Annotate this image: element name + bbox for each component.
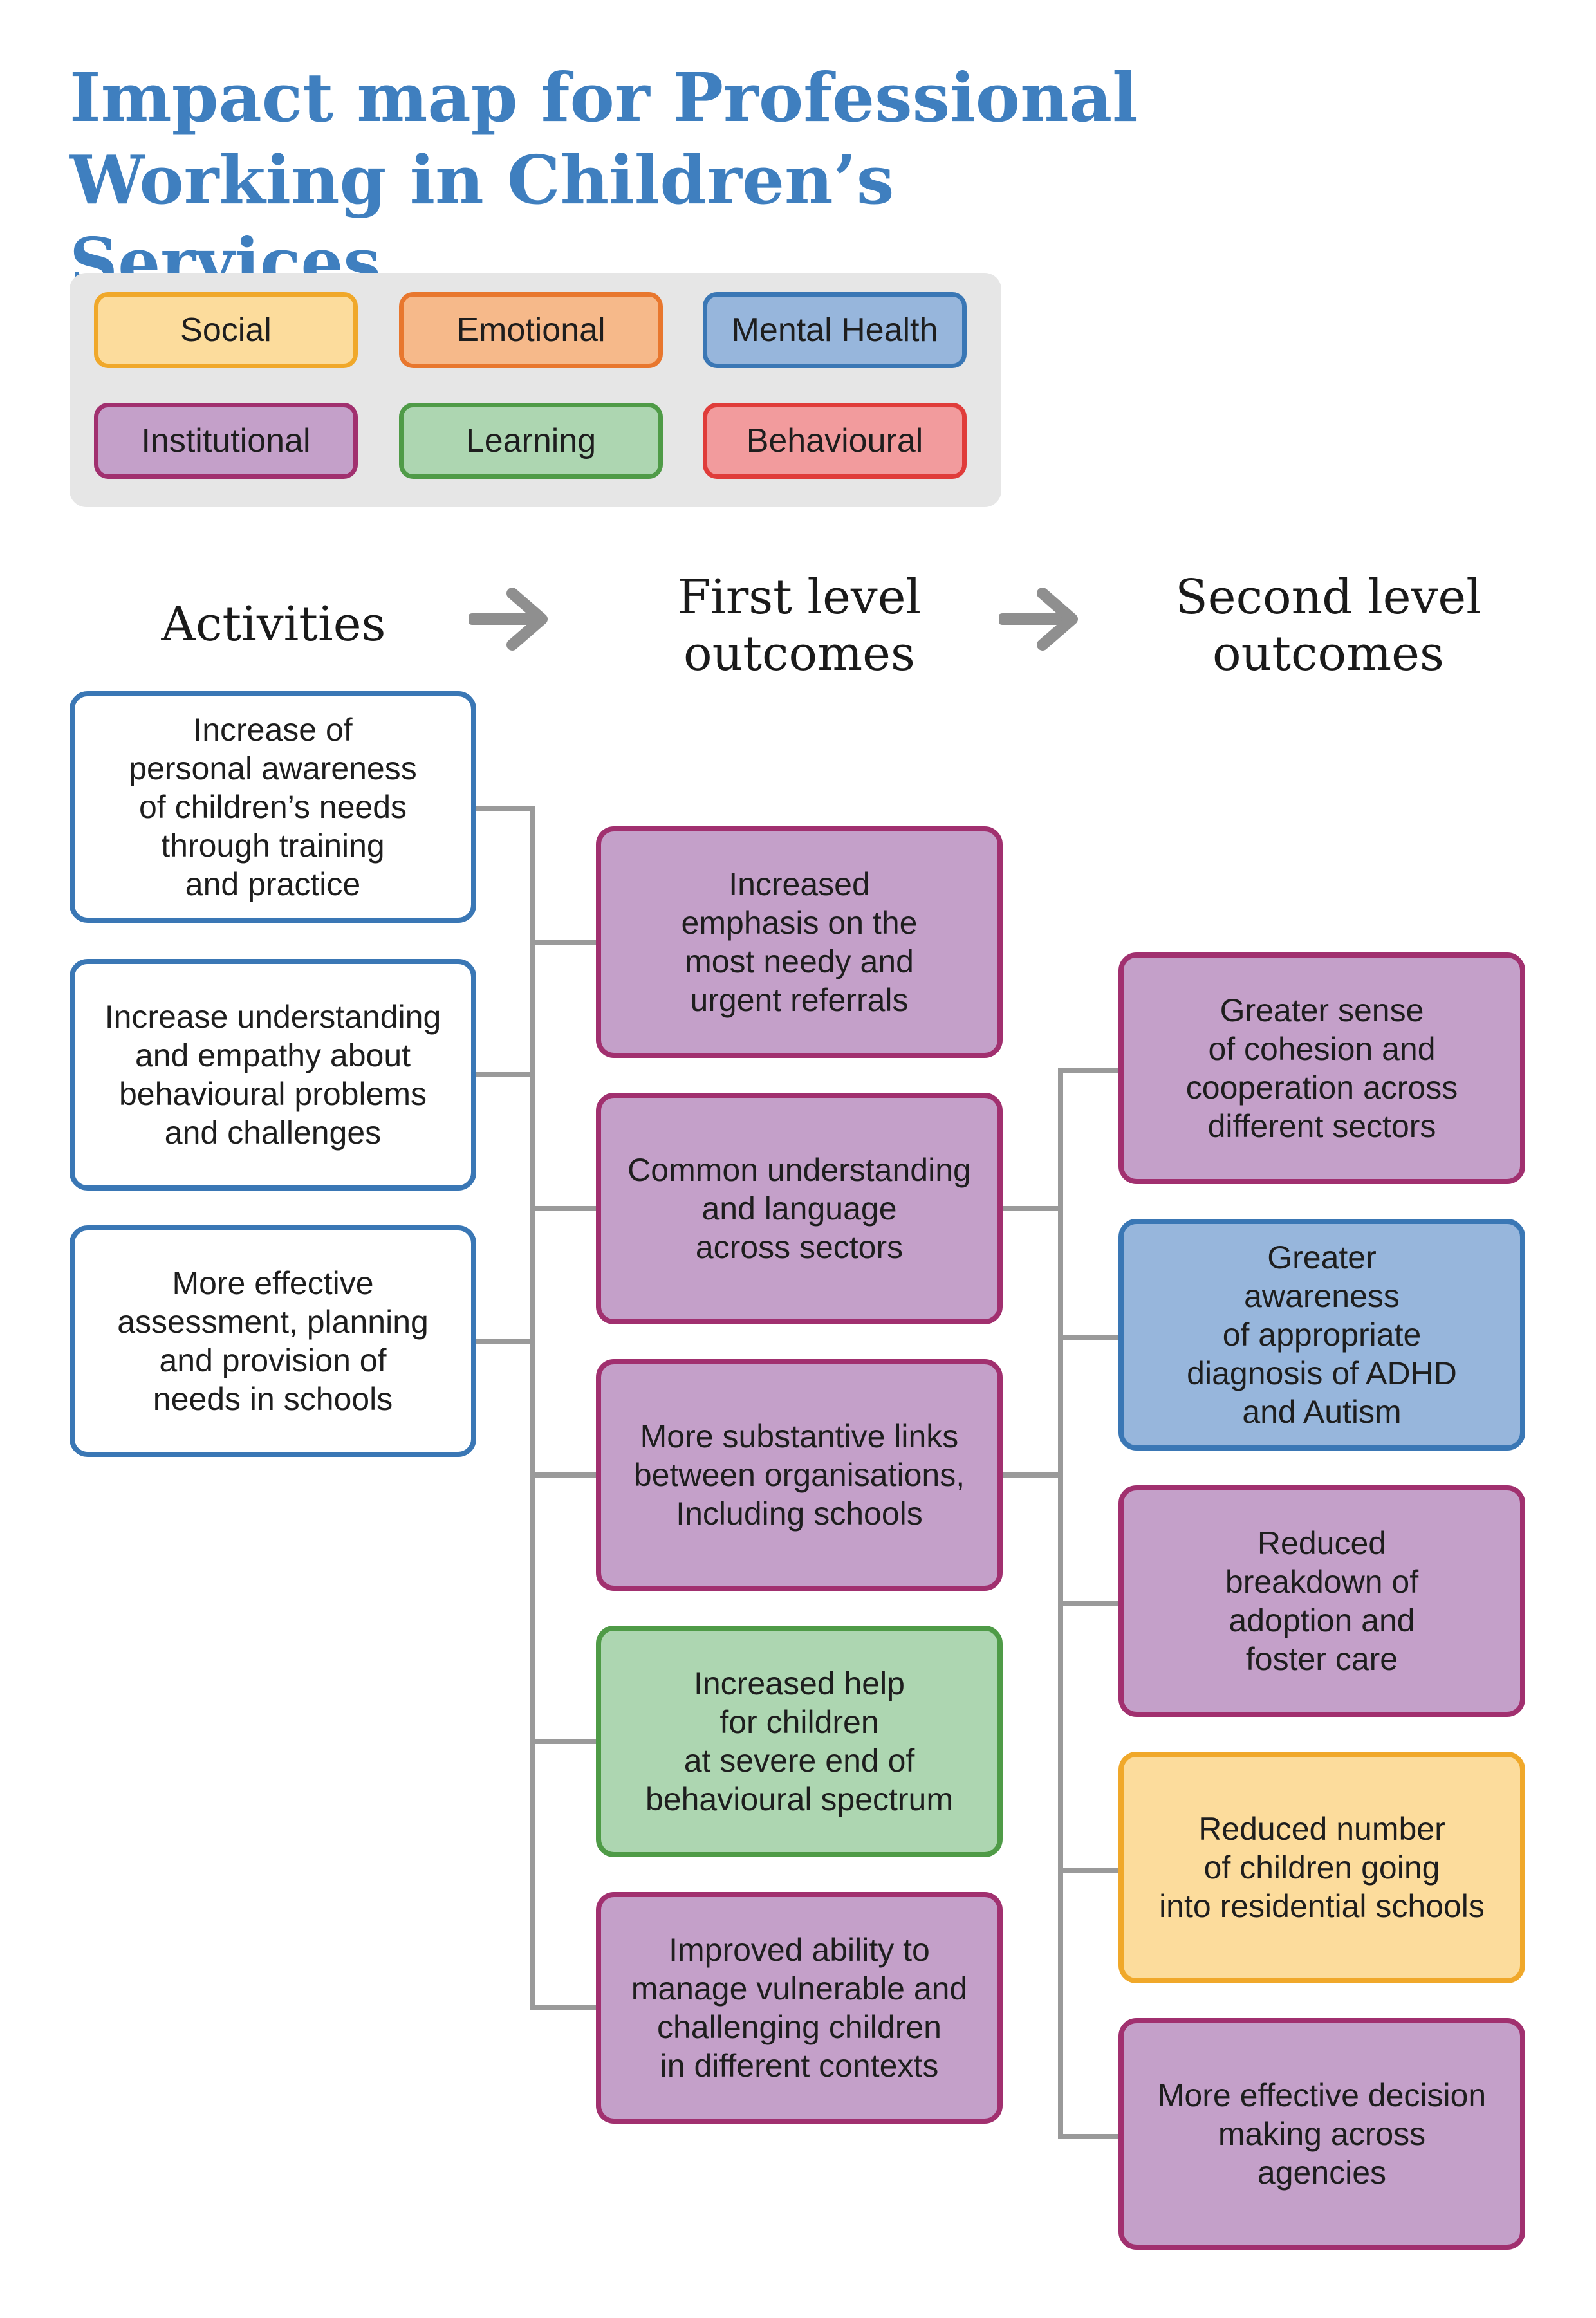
box-text-line: and Autism xyxy=(1242,1394,1402,1430)
box-text: Common understanding and language across… xyxy=(627,1151,971,1266)
box-text-line: manage vulnerable and xyxy=(631,1970,968,2007)
box-text: Greater sense of cohesion and cooperatio… xyxy=(1186,991,1458,1145)
box-text-line: into residential schools xyxy=(1159,1888,1485,1924)
box-text-line: most needy and xyxy=(685,943,914,979)
box-text: More effective decision making across ag… xyxy=(1158,2076,1486,2192)
heading-second-level-line-1: Second level xyxy=(1175,570,1481,625)
box-text-line: of appropriate xyxy=(1222,1317,1422,1353)
heading-second-level-line-2: outcomes xyxy=(1212,626,1444,681)
box-text-line: Increase of xyxy=(193,712,353,748)
second-level-outcome-box: Greater awareness of appropriate diagnos… xyxy=(1118,1219,1525,1451)
box-text-line: between organisations, xyxy=(633,1457,965,1493)
box-text-line: and provision of xyxy=(159,1342,387,1378)
arrow-right-icon xyxy=(999,588,1078,651)
page-title: Impact map for Professional Working in C… xyxy=(70,57,1228,304)
legend-chip-behavioural: Behavioural xyxy=(703,403,967,479)
box-text: More substantive links between organisat… xyxy=(634,1417,965,1533)
box-text: Reduced number of children going into re… xyxy=(1159,1810,1485,1925)
box-text-line: Greater xyxy=(1267,1239,1377,1275)
box-text-line: More effective xyxy=(172,1265,374,1301)
box-text-line: behavioural spectrum xyxy=(645,1781,954,1817)
box-text-line: through training xyxy=(161,828,385,864)
heading-first-level-outcomes: First level outcomes xyxy=(619,569,979,682)
box-text-line: diagnosis of ADHD xyxy=(1187,1355,1457,1391)
title-line-2: Working in Children’s Services xyxy=(70,140,895,302)
box-text-line: and empathy about xyxy=(135,1037,411,1073)
box-text-line: behavioural problems xyxy=(118,1076,427,1112)
box-text-line: foster care xyxy=(1245,1641,1398,1677)
second-level-outcome-box: Reduced breakdown of adoption and foster… xyxy=(1118,1485,1525,1717)
box-text: Increased help for children at severe en… xyxy=(645,1664,953,1819)
arrow-right-icon xyxy=(469,588,548,651)
box-text: Increased emphasis on the most needy and… xyxy=(682,865,918,1019)
box-text-line: and practice xyxy=(185,866,361,902)
heading-activities-text: Activities xyxy=(161,597,386,652)
first-level-outcome-box: Improved ability to manage vulnerable an… xyxy=(596,1892,1003,2124)
box-text-line: Increased help xyxy=(693,1665,905,1701)
box-text-line: More substantive links xyxy=(640,1418,959,1454)
box-text-line: agencies xyxy=(1257,2155,1387,2191)
legend-panel: Social Emotional Mental Health Instituti… xyxy=(70,273,1001,507)
box-text: Increase of personal awareness of childr… xyxy=(129,710,417,904)
box-text-line: awareness xyxy=(1244,1278,1400,1314)
legend-chip-institutional: Institutional xyxy=(94,403,358,479)
box-text-line: at severe end of xyxy=(683,1743,915,1779)
box-text-line: More effective decision xyxy=(1157,2077,1487,2113)
box-text-line: assessment, planning xyxy=(117,1304,429,1340)
box-text-line: making across xyxy=(1218,2116,1426,2152)
box-text: Reduced breakdown of adoption and foster… xyxy=(1225,1524,1418,1678)
legend-chip-learning: Learning xyxy=(399,403,663,479)
box-text-line: Increased xyxy=(728,866,870,902)
box-text-line: Reduced number xyxy=(1198,1811,1445,1847)
heading-second-level-outcomes: Second level outcomes xyxy=(1148,569,1508,682)
second-level-outcome-box: Reduced number of children going into re… xyxy=(1118,1752,1525,1983)
box-text-line: Reduced xyxy=(1257,1525,1387,1561)
heading-first-level-line-1: First level xyxy=(677,570,922,625)
heading-activities: Activities xyxy=(93,596,454,653)
first-level-outcome-box: Increased emphasis on the most needy and… xyxy=(596,826,1003,1058)
box-text-line: needs in schools xyxy=(153,1381,393,1417)
box-text: Increase understanding and empathy about… xyxy=(105,997,441,1152)
legend-chip-social: Social xyxy=(94,292,358,368)
box-text-line: of children’s needs xyxy=(138,789,407,825)
second-level-outcome-box: More effective decision making across ag… xyxy=(1118,2018,1525,2250)
box-text: More effective assessment, planning and … xyxy=(117,1264,429,1418)
box-text-line: of cohesion and xyxy=(1208,1031,1436,1067)
box-text-line: for children xyxy=(719,1704,879,1740)
legend-chip-mental-health: Mental Health xyxy=(703,292,967,368)
box-text-line: Greater sense xyxy=(1220,992,1424,1028)
second-level-outcome-box: Greater sense of cohesion and cooperatio… xyxy=(1118,952,1525,1184)
activity-box: Increase of personal awareness of childr… xyxy=(70,691,476,923)
box-text-line: Increase understanding xyxy=(104,999,441,1035)
box-text-line: breakdown of xyxy=(1225,1564,1419,1600)
box-text-line: challenging children xyxy=(657,2009,942,2045)
box-text-line: emphasis on the xyxy=(681,905,918,941)
box-text: Improved ability to manage vulnerable an… xyxy=(631,1931,968,2085)
box-text: Greater awareness of appropriate diagnos… xyxy=(1187,1238,1457,1431)
activity-box: Increase understanding and empathy about… xyxy=(70,959,476,1191)
activity-box: More effective assessment, planning and … xyxy=(70,1225,476,1457)
box-text-line: and challenges xyxy=(164,1115,382,1151)
box-text-line: and language xyxy=(701,1191,897,1227)
first-level-outcome-box: Common understanding and language across… xyxy=(596,1093,1003,1324)
title-line-1: Impact map for Professional xyxy=(70,58,1138,137)
legend-chip-emotional: Emotional xyxy=(399,292,663,368)
box-text-line: different sectors xyxy=(1207,1108,1436,1144)
box-text-line: Improved ability to xyxy=(669,1932,930,1968)
box-text-line: of children going xyxy=(1203,1850,1440,1886)
box-text-line: across sectors xyxy=(695,1229,904,1265)
box-text-line: urgent referrals xyxy=(690,982,909,1018)
first-level-outcome-box: More substantive links between organisat… xyxy=(596,1359,1003,1591)
box-text-line: cooperation across xyxy=(1185,1070,1458,1106)
box-text-line: Common understanding xyxy=(627,1152,971,1188)
first-level-outcome-box: Increased help for children at severe en… xyxy=(596,1626,1003,1857)
box-text-line: in different contexts xyxy=(660,2048,939,2084)
box-text-line: personal awareness xyxy=(129,750,417,786)
box-text-line: Including schools xyxy=(676,1496,923,1532)
box-text-line: adoption and xyxy=(1229,1602,1415,1638)
heading-first-level-line-2: outcomes xyxy=(683,626,915,681)
